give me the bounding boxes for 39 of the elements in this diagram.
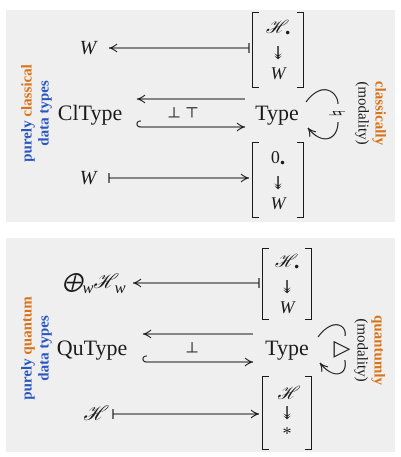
side-caption: classical (20, 64, 36, 117)
matrix-entry: W (280, 296, 294, 317)
math-label: Type (255, 100, 299, 126)
loop-arrow (317, 324, 346, 374)
side-caption: data types (36, 315, 52, 381)
fibration-matrix (262, 376, 312, 450)
side-caption: quantum (20, 296, 36, 355)
fibration-matrix (252, 12, 304, 88)
side-caption: purely (20, 120, 36, 162)
side-caption: classically (372, 80, 388, 146)
math-label: QuType (56, 336, 128, 360)
adjunction-symbol: ⊥ (184, 340, 200, 358)
matrix-entry: W (270, 62, 286, 83)
modality-symbol: ▷ (332, 336, 352, 360)
math-label: W (80, 36, 96, 60)
side-caption: (modality) (354, 318, 370, 382)
fibration-arrow: ↡ (270, 172, 286, 193)
panel-background (6, 10, 395, 222)
math-label: Type (265, 336, 309, 360)
matrix-entry: ℋ$_{•}$ (266, 17, 290, 43)
side-caption: (modality) (355, 81, 371, 145)
fibration-arrow: ↡ (279, 402, 295, 424)
adjunction-symbol: ⊥ ⊤ (167, 104, 199, 122)
side-caption: data types (36, 80, 52, 146)
fibration-matrix (262, 248, 312, 320)
matrix-entry: ℋ$_{•}$ (274, 251, 300, 277)
matrix-entry: W (270, 192, 286, 213)
fibration-arrow: ↡ (279, 276, 295, 297)
loop-arrow (305, 89, 339, 140)
math-label: ClType (58, 100, 122, 126)
panel-background (6, 238, 395, 452)
fibration-matrix (252, 142, 304, 218)
fibration-arrow: ↡ (270, 42, 286, 63)
math-label: W (80, 166, 96, 190)
side-caption: purely (20, 358, 36, 400)
matrix-entry: 0$_{•}$ (270, 147, 286, 173)
math-label: ⨁$_{w}$ℋ$_{w}$ (62, 270, 126, 298)
side-caption: quantumly (370, 314, 386, 386)
matrix-entry: * (282, 423, 292, 444)
